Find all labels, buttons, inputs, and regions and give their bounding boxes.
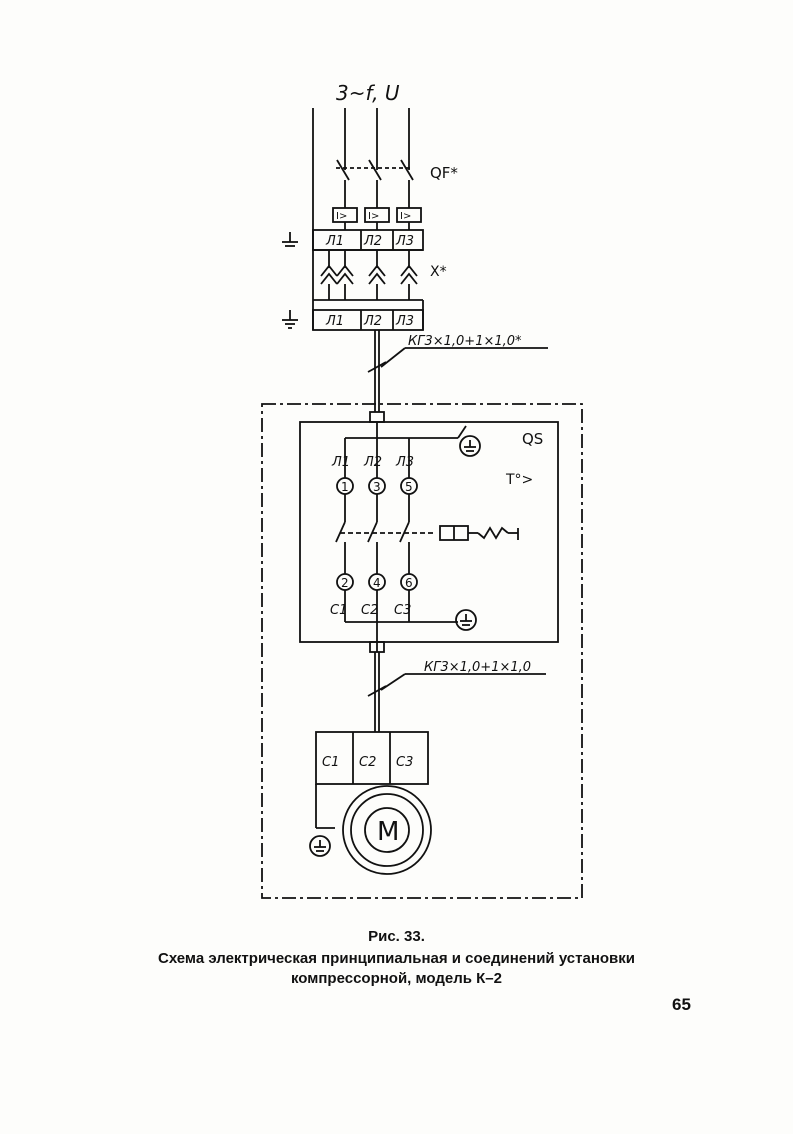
- overcurrent-label: I>: [336, 211, 347, 222]
- thermal-relay-icon: [439, 525, 519, 541]
- wiring-diagram: 3~f, U QF* I> I> I> Л1 Л2 Л3 X* Л1 Л2 Л3…: [261, 81, 583, 899]
- motor-terminal-label: C3: [396, 755, 413, 770]
- contact-number: 2: [341, 576, 349, 590]
- contact-number: 1: [341, 480, 349, 494]
- figure-title-line-1: Схема электрическая принципиальная и сое…: [157, 950, 635, 967]
- supply-lines: [312, 108, 410, 330]
- output-label: C3: [394, 603, 411, 618]
- motor-label: M: [377, 817, 399, 847]
- terminal-label-top: Л1: [325, 234, 344, 249]
- figure-title-line-2: компрессорной, модель К–2: [290, 970, 502, 987]
- ground-icon: [459, 435, 481, 457]
- breaker-icon: [332, 159, 422, 230]
- terminal-label-bottom: Л2: [363, 314, 382, 329]
- overcurrent-label: I>: [368, 211, 379, 222]
- contact-number: 3: [373, 480, 381, 494]
- cable-2-label: КГ3×1,0+1×1,0: [424, 660, 531, 675]
- output-label: C1: [330, 603, 347, 618]
- cable-2: [367, 641, 546, 732]
- connector-label: X*: [430, 264, 447, 280]
- ground-icon: [309, 835, 331, 857]
- terminal-label-top: Л2: [363, 234, 382, 249]
- phase-label: Л2: [363, 455, 382, 470]
- cable-1: [367, 330, 548, 412]
- ground-icon: [282, 310, 298, 329]
- ground-icon: [282, 232, 298, 247]
- overcurrent-label: I>: [400, 211, 411, 222]
- outer-enclosure: [261, 403, 583, 899]
- motor-terminal-label: C2: [359, 755, 376, 770]
- page-number: 65: [672, 995, 691, 1014]
- ground-icon: [455, 609, 477, 631]
- cable-gland: [369, 411, 385, 423]
- terminal-block-bottom: [312, 299, 424, 331]
- connector-x: [320, 264, 418, 300]
- cable-1-label: КГ3×1,0+1×1,0*: [408, 334, 522, 349]
- switch-qs-wiring: [335, 422, 467, 652]
- thermal-label: T°>: [505, 472, 533, 488]
- phase-label: Л3: [395, 455, 414, 470]
- contact-number: 5: [405, 480, 413, 494]
- motor-terminal-label: C1: [322, 755, 339, 770]
- terminal-label-bottom: Л1: [325, 314, 344, 329]
- switch-qs-box: [299, 421, 559, 643]
- terminal-label-top: Л3: [395, 234, 414, 249]
- contact-number: 4: [373, 576, 381, 590]
- switch-label: QS: [522, 430, 543, 448]
- figure-number: Рис. 33.: [368, 928, 425, 945]
- contact-number: 6: [405, 576, 413, 590]
- supply-label: 3~f, U: [336, 81, 400, 105]
- phase-label: Л1: [331, 455, 350, 470]
- output-label: C2: [361, 603, 378, 618]
- terminal-label-bottom: Л3: [395, 314, 414, 329]
- motor-icon: [315, 731, 432, 875]
- breaker-label: QF*: [430, 164, 458, 182]
